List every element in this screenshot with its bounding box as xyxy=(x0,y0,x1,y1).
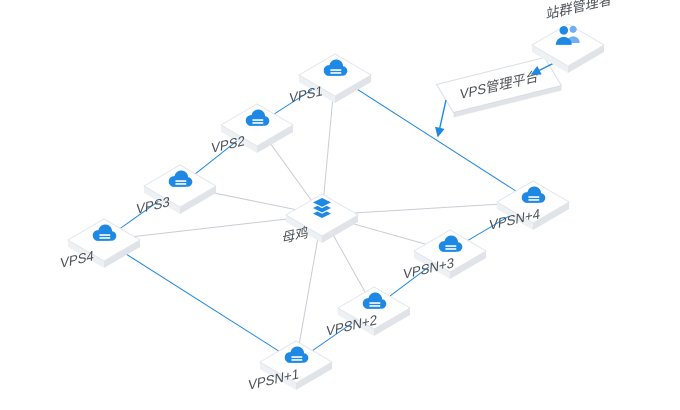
node-label-vps4: VPS4 xyxy=(60,248,95,271)
tile-side-left xyxy=(144,186,180,214)
tile-side-right xyxy=(104,240,140,268)
tile-side-right xyxy=(257,125,293,153)
node-label-vps3: VPS3 xyxy=(136,194,171,217)
node-label-vps1: VPS1 xyxy=(289,83,323,106)
node-vps-management-platform: VPS管理平台 xyxy=(435,56,563,118)
node-vpsn1 xyxy=(259,340,333,390)
ring-link-vps4-vpsn1 xyxy=(103,239,297,363)
tile-top xyxy=(531,23,605,67)
management-platform-layer: VPS管理平台 xyxy=(435,56,563,118)
tile-side-left xyxy=(532,45,568,73)
node-vps3 xyxy=(143,164,217,214)
node-muji xyxy=(285,193,359,243)
tile-side-right xyxy=(533,202,569,230)
host-stack-icon xyxy=(311,196,333,220)
node-vpsn2 xyxy=(337,286,411,336)
tile-side-left xyxy=(260,362,296,390)
tile-side-left xyxy=(286,215,322,243)
node-vps2 xyxy=(220,103,294,153)
tile-side-right xyxy=(374,308,410,336)
arrow-platform-to-network xyxy=(435,99,447,138)
node-vpsn4 xyxy=(496,180,570,230)
platform-box-side xyxy=(453,85,562,118)
tile-side-right xyxy=(335,75,371,103)
node-vps1 xyxy=(298,53,372,103)
nodes-layer xyxy=(67,23,605,390)
node-vpsn3 xyxy=(413,229,487,279)
tile-side-right xyxy=(296,362,332,390)
tile-side-right xyxy=(568,45,604,73)
tile-side-right xyxy=(322,215,358,243)
tile-side-left xyxy=(414,251,450,279)
hub-link-muji-vps4 xyxy=(103,214,323,241)
tile-side-left xyxy=(338,308,374,336)
node-vps4 xyxy=(67,218,141,268)
platform-box xyxy=(435,56,563,114)
tile-side-right xyxy=(180,186,216,214)
node-label-vps2: VPS2 xyxy=(211,133,245,156)
node-label-admin: 站群管理者 xyxy=(546,0,613,22)
labels-layer: VPS1VPS2VPS3VPS4母鸡VPSN+4VPSN+3VPSN+2VPSN… xyxy=(60,0,613,393)
ring-link-vpsn4-vps1 xyxy=(334,74,534,203)
tile-side-left xyxy=(497,202,533,230)
tile-side-left xyxy=(221,125,257,153)
tile-side-right xyxy=(450,251,486,279)
tile-side-left xyxy=(299,75,335,103)
node-admin xyxy=(531,23,605,73)
node-label-muji: 母鸡 xyxy=(282,224,309,246)
tile-side-left xyxy=(68,240,104,268)
